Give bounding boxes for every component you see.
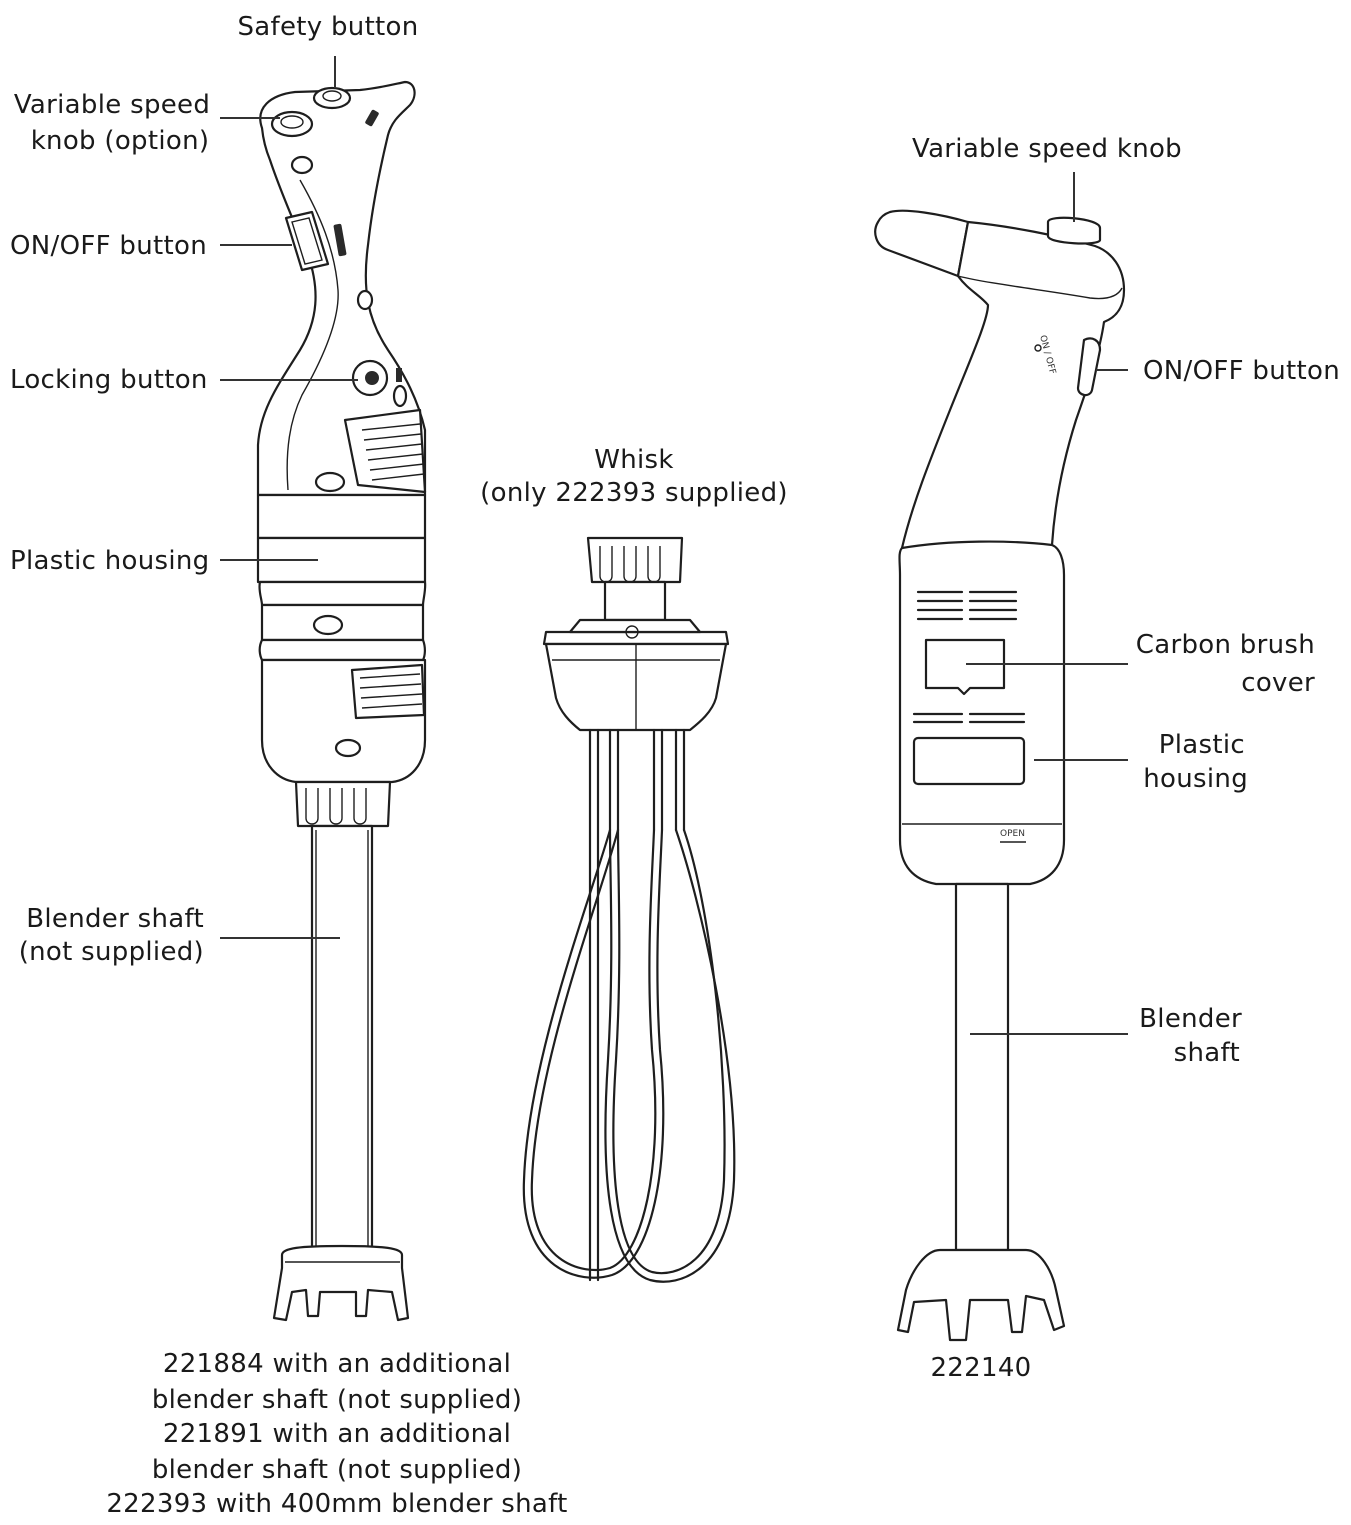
label-model-line5: 222393 with 400mm blender shaft [106, 1489, 567, 1519]
label-right-plastic-housing-line2: housing [1143, 764, 1248, 794]
label-right-on-off-button: ON/OFF button [1143, 356, 1340, 386]
label-right-blender-shaft-line1: Blender [1139, 1004, 1242, 1034]
label-left-blender-shaft-line1: Blender shaft [26, 904, 204, 934]
label-whisk-line2: (only 222393 supplied) [480, 478, 788, 508]
label-left-blender-shaft-line2: (not supplied) [19, 937, 204, 967]
right-variable-speed-knob [1046, 216, 1102, 245]
label-model-line1: 221884 with an additional [163, 1349, 511, 1379]
right-plastic-housing [898, 540, 1066, 886]
label-variable-speed-knob-line2: knob (option) [31, 126, 210, 156]
leader-lines [220, 56, 1128, 1035]
left-blender-drawing [256, 80, 427, 1322]
right-on-off-button [1076, 337, 1102, 397]
right-handle [900, 220, 1126, 550]
label-whisk-line1: Whisk [594, 445, 674, 475]
label-right-variable-speed-knob: Variable speed knob [912, 134, 1182, 164]
label-left-on-off-button: ON/OFF button [10, 231, 207, 261]
whisk-drawing [522, 536, 736, 1283]
label-right-plastic-housing-line1: Plastic [1159, 730, 1245, 760]
right-housing-marking: OPEN [1000, 829, 1025, 839]
label-right-blender-shaft-line2: shaft [1174, 1038, 1240, 1068]
label-safety-button: Safety button [237, 12, 418, 42]
label-model-line4: blender shaft (not supplied) [152, 1455, 522, 1485]
right-blender-shaft [954, 882, 1010, 1252]
label-model-line2: blender shaft (not supplied) [152, 1385, 522, 1415]
label-carbon-brush-cover-line1: Carbon brush [1136, 630, 1315, 660]
whisk-coupling [586, 536, 684, 584]
right-carbon-brush-cover [924, 638, 1006, 696]
label-left-plastic-housing: Plastic housing [10, 546, 209, 576]
label-locking-button: Locking button [10, 365, 208, 395]
left-plastic-housing [256, 493, 427, 540]
left-blender-shaft [310, 824, 374, 1250]
left-safety-button [312, 86, 352, 110]
left-variable-speed-knob [270, 110, 314, 138]
right-blender-drawing: ON / OFF OPEN [874, 209, 1126, 1342]
label-right-model: 222140 [930, 1353, 1031, 1383]
label-model-line3: 221891 with an additional [163, 1419, 511, 1449]
label-variable-speed-knob-line1: Variable speed [14, 90, 210, 120]
left-on-off-button [284, 210, 330, 272]
whisk-wires [522, 828, 665, 1279]
label-carbon-brush-cover-line2: cover [1241, 668, 1315, 698]
